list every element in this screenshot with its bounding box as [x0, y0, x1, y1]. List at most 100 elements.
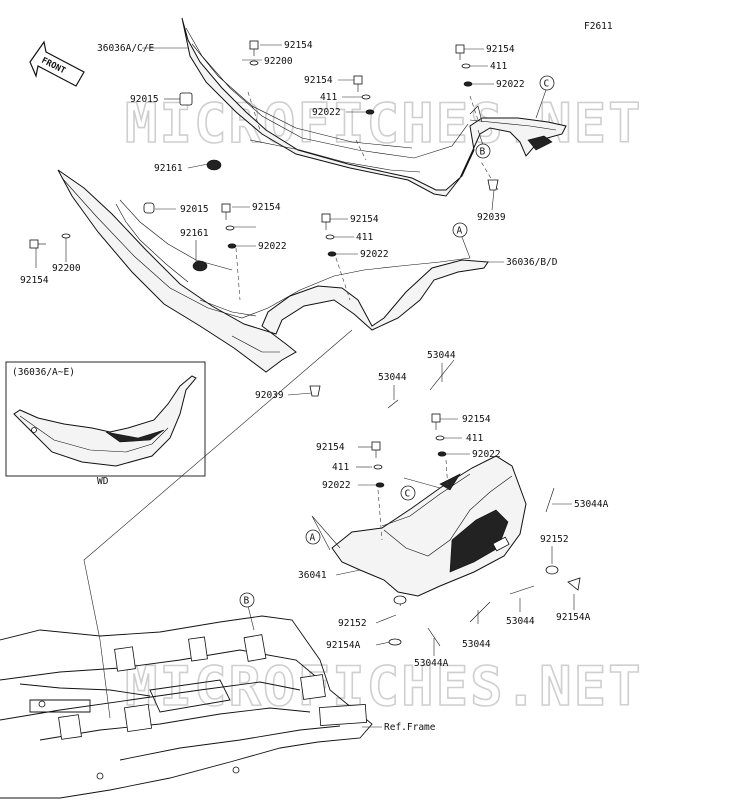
callout-b-top: B — [475, 143, 491, 159]
part-label: 92154 — [316, 442, 345, 453]
clip-icon — [487, 179, 499, 191]
part-label: 411 — [490, 61, 507, 72]
washer-icon — [225, 225, 235, 231]
part-label: 92154 — [20, 275, 49, 286]
part-label: 411 — [320, 92, 337, 103]
part-label: 92039 — [477, 212, 506, 223]
washer-icon — [61, 233, 71, 239]
watermark-top: MICROFICHES.NET — [125, 92, 643, 155]
part-label: 92200 — [264, 56, 293, 67]
pin-icon — [545, 487, 555, 513]
screw-icon — [29, 239, 46, 249]
screw-icon — [249, 40, 259, 56]
washer-icon — [373, 464, 383, 470]
hardware — [29, 40, 581, 647]
part-label: 53044 — [506, 616, 535, 627]
frame — [0, 615, 373, 799]
part-label: 92154 — [304, 75, 333, 86]
callout-b-low: B — [239, 592, 255, 608]
collar-icon — [179, 92, 193, 106]
callout-a-low: A — [305, 529, 321, 545]
part-label: 92015 — [180, 204, 209, 215]
part-label: 411 — [356, 232, 373, 243]
leader-lines — [35, 44, 575, 728]
part-label: 53044 — [427, 350, 456, 361]
part-label: 92022 — [258, 241, 287, 252]
pin-icon — [469, 601, 491, 623]
ref-frame-label: Ref.Frame — [384, 722, 436, 733]
washer-icon — [249, 60, 259, 66]
part-label: 92022 — [496, 79, 525, 90]
inset-box: (36036/A~E) — [5, 361, 206, 477]
inset-title: (36036/A~E) — [12, 367, 75, 378]
screw-icon — [321, 213, 331, 230]
part-label: 92154 — [284, 40, 313, 51]
svg-text:B: B — [480, 147, 486, 158]
part-label: 92154 — [486, 44, 515, 55]
part-label: 36036/B/D — [506, 257, 558, 268]
part-label: 411 — [332, 462, 349, 473]
part-label: 53044 — [378, 372, 407, 383]
svg-text:C: C — [405, 489, 411, 500]
pin-icon — [429, 359, 455, 391]
inset-caption: WD — [97, 476, 109, 487]
washer-icon — [361, 94, 371, 100]
watermark-bottom: MICROFICHES.NET — [125, 655, 643, 718]
tail-cowl — [331, 455, 527, 597]
collar-icon — [143, 202, 155, 214]
part-label: 92039 — [255, 390, 284, 401]
part-label: 92154 — [462, 414, 491, 425]
svg-text:B: B — [244, 596, 250, 607]
nut-icon — [227, 243, 237, 249]
callout-c-top: C — [539, 75, 555, 91]
screw-icon — [388, 638, 402, 646]
part-label: 92161 — [180, 228, 209, 239]
screw-icon — [567, 577, 581, 591]
front-arrow-icon: FRONT — [29, 40, 85, 87]
washer-icon — [325, 234, 335, 240]
part-label: 92154 — [350, 214, 379, 225]
part-label: 92022 — [322, 480, 351, 491]
screw-icon — [431, 413, 441, 430]
nut-icon — [437, 451, 447, 457]
nut-icon — [463, 81, 473, 87]
screw-icon — [353, 75, 363, 92]
screw-icon — [371, 441, 381, 458]
part-label: 92015 — [130, 94, 159, 105]
part-label: 92161 — [154, 163, 183, 174]
washer-icon — [461, 63, 471, 69]
grommet-icon — [206, 159, 222, 171]
part-label: 92154 — [252, 202, 281, 213]
part-labels: 36036A/C/E 92154 92200 92015 92161 92154… — [20, 40, 609, 733]
part-label: 36041 — [298, 570, 327, 581]
part-label: 92152 — [540, 534, 569, 545]
screw-icon — [221, 203, 231, 220]
svg-text:A: A — [457, 226, 463, 237]
screw-icon — [455, 44, 465, 60]
figure-code: F2611 — [584, 21, 613, 32]
grommet-icon — [545, 565, 559, 575]
upper-side-cover — [181, 17, 567, 197]
clip-icon — [309, 385, 321, 397]
part-label: 92154A — [556, 612, 591, 623]
part-label: 92022 — [312, 107, 341, 118]
nut-icon — [375, 482, 385, 488]
part-label: 92022 — [360, 249, 389, 260]
washer-icon — [435, 435, 445, 441]
part-label: 53044A — [574, 499, 609, 510]
svg-text:C: C — [544, 79, 550, 90]
pin-icon — [427, 627, 441, 647]
pin-icon — [509, 585, 535, 595]
part-label: 92154A — [326, 640, 361, 651]
grommet-icon — [393, 595, 407, 605]
svg-text:A: A — [310, 533, 316, 544]
part-label: 92200 — [52, 263, 81, 274]
callout-a-mid: A — [452, 222, 468, 238]
callout-c-mid: C — [400, 485, 416, 501]
pin-icon — [387, 399, 399, 409]
lower-side-cover — [57, 169, 489, 373]
grommet-icon — [192, 260, 208, 272]
nut-icon — [365, 109, 375, 115]
